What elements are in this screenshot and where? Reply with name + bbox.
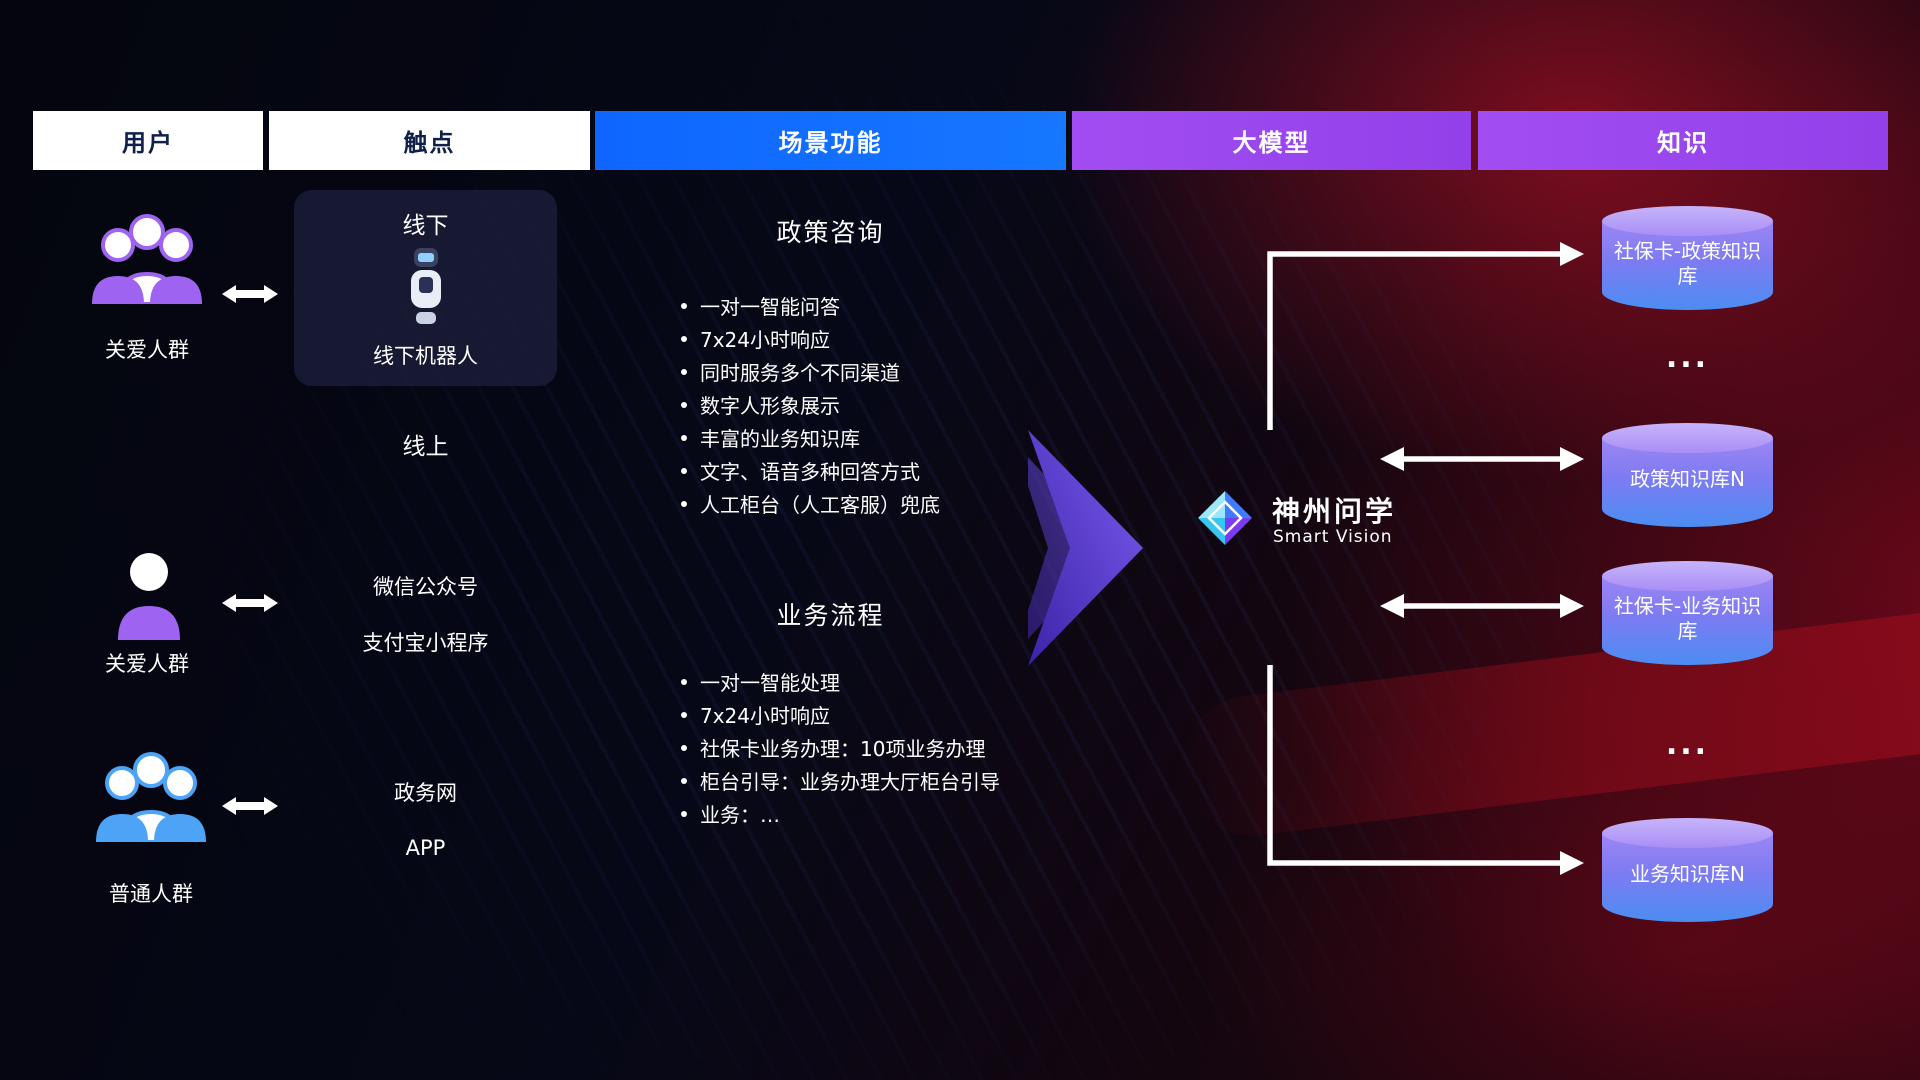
header-touchpoints: 触点 [269, 111, 590, 170]
scenario-business-list: 一对一智能处理 7x24小时响应 社保卡业务办理：10项业务办理 柜台引导：业务… [681, 665, 1000, 830]
list-item: 7x24小时响应 [681, 322, 940, 355]
cylinder-label: 社保卡-政策知识库 [1613, 239, 1762, 288]
group-people-icon [88, 212, 206, 308]
scenario-policy-list: 一对一智能问答 7x24小时响应 同时服务多个不同渠道 数字人形象展示 丰富的业… [681, 289, 940, 520]
robot-icon [294, 246, 557, 330]
person-icon [112, 550, 186, 644]
list-item: 同时服务多个不同渠道 [681, 355, 940, 388]
ellipsis-top: ... [1665, 340, 1710, 375]
scenario-title-business: 业务流程 [776, 601, 885, 630]
list-item: 人工柜台（人工客服）兜底 [681, 487, 940, 520]
cylinder-label: 社保卡-业务知识库 [1613, 594, 1762, 643]
list-item: 社保卡业务办理：10项业务办理 [681, 731, 1000, 764]
group-people-icon [92, 750, 210, 846]
channel-govweb: 政务网 [394, 781, 457, 805]
header-touchpoints-label: 触点 [403, 129, 456, 157]
list-item: 一对一智能处理 [681, 665, 1000, 698]
knowledge-db-cylinder: 社保卡-业务知识库 [1602, 561, 1773, 665]
channel-alipay: 支付宝小程序 [362, 631, 489, 655]
ellipsis-bottom: ... [1665, 727, 1710, 762]
model-name: 神州问学 [1272, 495, 1397, 528]
model-subtitle: Smart Vision [1273, 527, 1393, 547]
offline-title: 线下 [402, 213, 449, 239]
offline-touchpoint-card: 线下 线下机器人 [294, 190, 557, 386]
online-title: 线上 [402, 434, 449, 460]
header-users: 用户 [33, 111, 263, 170]
header-scenarios-label: 场景功能 [778, 129, 883, 157]
knowledge-db-cylinder: 社保卡-政策知识库 [1602, 206, 1773, 310]
double-arrow-icon [222, 283, 278, 309]
cylinder-top [1602, 818, 1773, 848]
scenario-title-policy: 政策咨询 [776, 218, 885, 247]
user-group-1-label: 关爱人群 [105, 338, 189, 362]
cylinder-top [1602, 561, 1773, 591]
double-arrow-icon [222, 795, 278, 821]
big-arrow-icon [1014, 430, 1148, 670]
background-red-swoosh [1174, 592, 1920, 844]
double-arrow-icon [222, 592, 278, 618]
list-item: 业务：… [681, 797, 1000, 830]
channel-wechat: 微信公众号 [373, 575, 478, 599]
header-model-label: 大模型 [1232, 129, 1311, 157]
user-group-2-label: 关爱人群 [105, 652, 189, 676]
list-item: 7x24小时响应 [681, 698, 1000, 731]
cylinder-top [1602, 423, 1773, 453]
cylinder-top [1602, 206, 1773, 236]
smart-vision-logo-icon [1196, 489, 1254, 551]
header-users-label: 用户 [122, 129, 174, 157]
cylinder-label: 业务知识库N [1630, 862, 1745, 886]
header-scenarios: 场景功能 [595, 111, 1066, 170]
list-item: 柜台引导：业务办理大厅柜台引导 [681, 764, 1000, 797]
channel-app: APP [405, 836, 446, 860]
knowledge-db-cylinder: 政策知识库N [1602, 423, 1773, 527]
cylinder-label: 政策知识库N [1630, 467, 1745, 491]
header-knowledge-label: 知识 [1657, 129, 1709, 157]
user-group-3-label: 普通人群 [109, 882, 193, 906]
list-item: 文字、语音多种回答方式 [681, 454, 940, 487]
list-item: 数字人形象展示 [681, 388, 940, 421]
header-model: 大模型 [1072, 111, 1471, 170]
list-item: 一对一智能问答 [681, 289, 940, 322]
list-item: 丰富的业务知识库 [681, 421, 940, 454]
knowledge-db-cylinder: 业务知识库N [1602, 818, 1773, 922]
offline-robot-label: 线下机器人 [373, 344, 478, 368]
header-knowledge: 知识 [1478, 111, 1888, 170]
